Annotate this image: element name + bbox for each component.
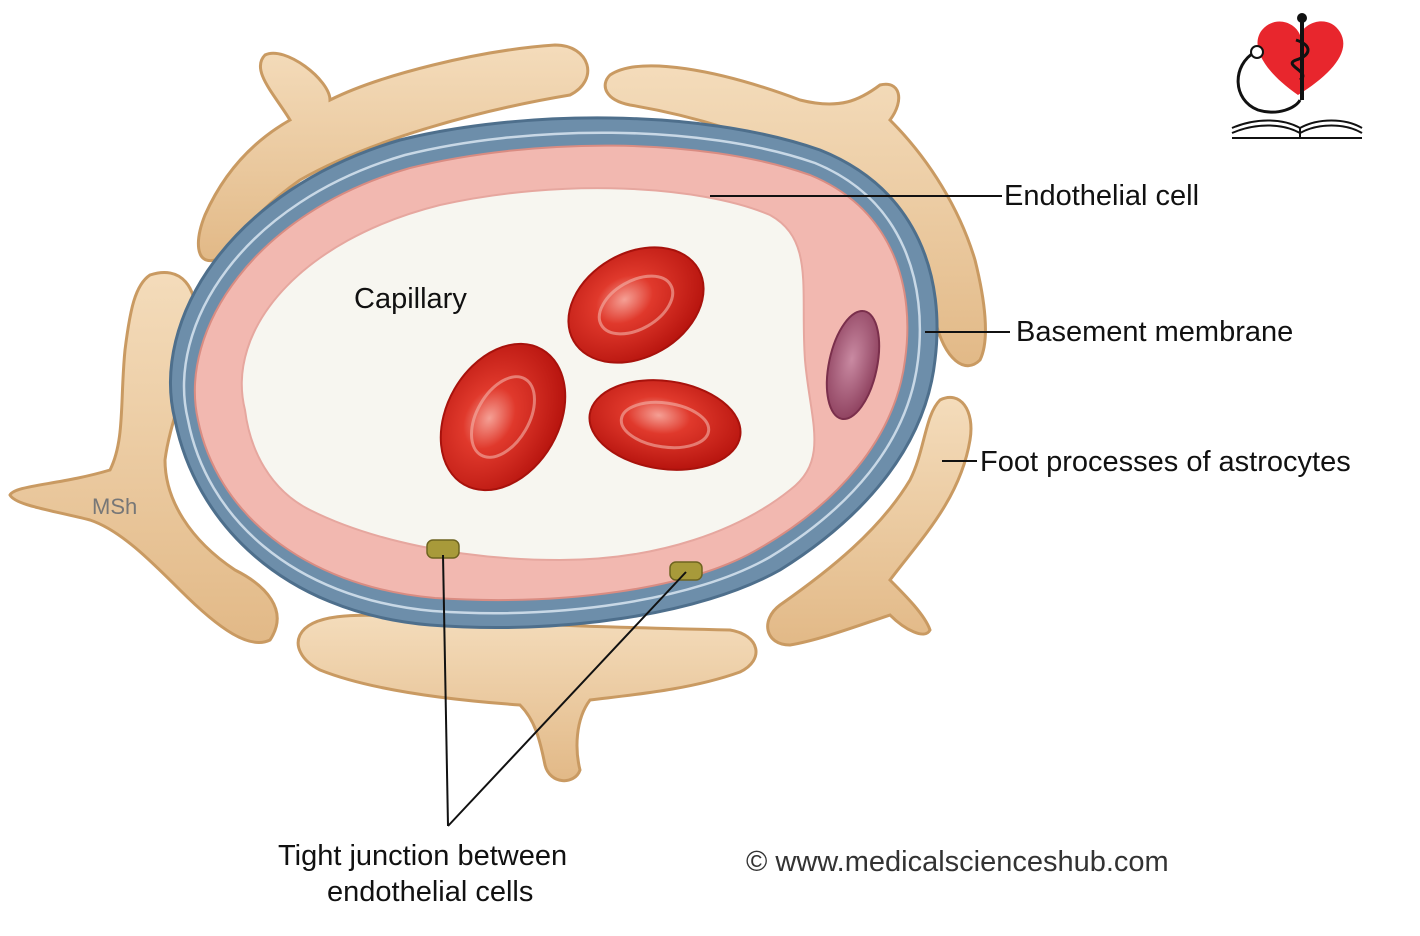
tight-junctions [426,539,703,581]
stethoscope-icon [1236,50,1302,114]
red-blood-cell [567,246,705,364]
label-capillary: Capillary [354,283,467,315]
endothelial-nucleus [825,309,881,421]
label-basement-membrane: Basement membrane [1016,316,1294,348]
label-endothelial-cell: Endothelial cell [1004,180,1200,212]
copyright-notice: © www.medicalscienceshub.com [746,846,1169,878]
label-tight-junction-line2: endothelial cells [327,876,534,908]
red-blood-cell [588,379,742,471]
tight-junction [669,561,703,581]
red-blood-cells [439,246,742,492]
astrocyte-foot-processes [8,43,987,783]
label-tight-junction-line1: Tight junction between [278,840,568,872]
label-foot-processes: Foot processes of astrocytes [980,446,1351,478]
astrocyte-bottom [296,613,758,783]
medical-logo [1231,13,1363,139]
astrocyte-bottom-right [766,396,973,647]
open-book-icon [1231,119,1363,139]
astrocyte-top-left [196,43,590,263]
red-blood-cell [439,342,567,492]
leader-tight-junction-2 [447,571,687,827]
watermark-msh: MSh [92,494,138,519]
leader-lines [442,195,1010,827]
leader-tight-junction-1 [442,554,449,827]
